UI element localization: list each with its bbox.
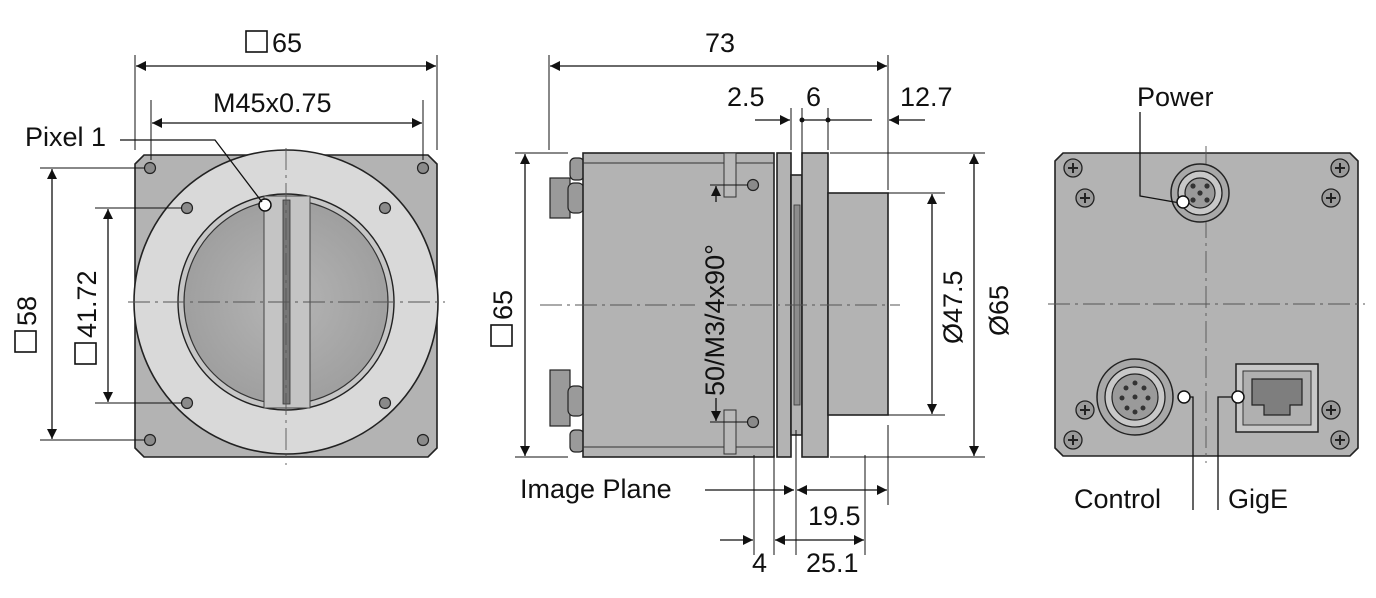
power-connector-icon (1170, 163, 1230, 223)
square-symbol-icon (490, 324, 513, 347)
front-width-label: 65 (272, 28, 302, 58)
dia-47-5-label: Ø47.5 (938, 270, 968, 344)
square-symbol-icon (245, 30, 268, 53)
gige-connector-icon (1235, 363, 1319, 433)
power-label: Power (1137, 82, 1214, 112)
control-connector-icon (1096, 358, 1174, 436)
front-height-label: 58 (12, 296, 42, 326)
side-lens-barrel (827, 192, 889, 416)
square-symbol-icon (14, 330, 37, 353)
front-corner-screws (143, 161, 430, 447)
rear-screws (1063, 158, 1350, 450)
dim-2-5-label: 2.5 (727, 82, 765, 112)
control-label: Control (1074, 484, 1161, 514)
image-plane-label: Image Plane (520, 474, 672, 504)
dim-19-5-label: 19.5 (808, 501, 861, 531)
holes-label: 50/M3/4x90° (700, 244, 730, 396)
dia-65-label: Ø65 (984, 285, 1014, 336)
pixel-1-label: Pixel 1 (25, 122, 106, 152)
dim-25-1-label: 25.1 (806, 548, 859, 578)
square-symbol-icon (74, 342, 97, 365)
dim-12-7-label: 12.7 (900, 82, 953, 112)
side-height-label: 65 (488, 290, 518, 320)
side-length-label: 73 (705, 28, 735, 58)
thread-label: M45x0.75 (213, 88, 332, 118)
dim-6-label: 6 (806, 82, 821, 112)
side-view: 73 2.5 6 12.7 65 50/M3/4x90° (488, 28, 1014, 578)
side-rear-connectors (549, 157, 585, 453)
front-view: Pixel 1 65 M45x0.75 58 41.72 (12, 28, 445, 465)
rear-view: Power Control GigE (1048, 82, 1365, 514)
dim-4-label: 4 (752, 548, 767, 578)
front-inner-label: 41.72 (72, 270, 102, 338)
gige-label: GigE (1228, 484, 1288, 514)
